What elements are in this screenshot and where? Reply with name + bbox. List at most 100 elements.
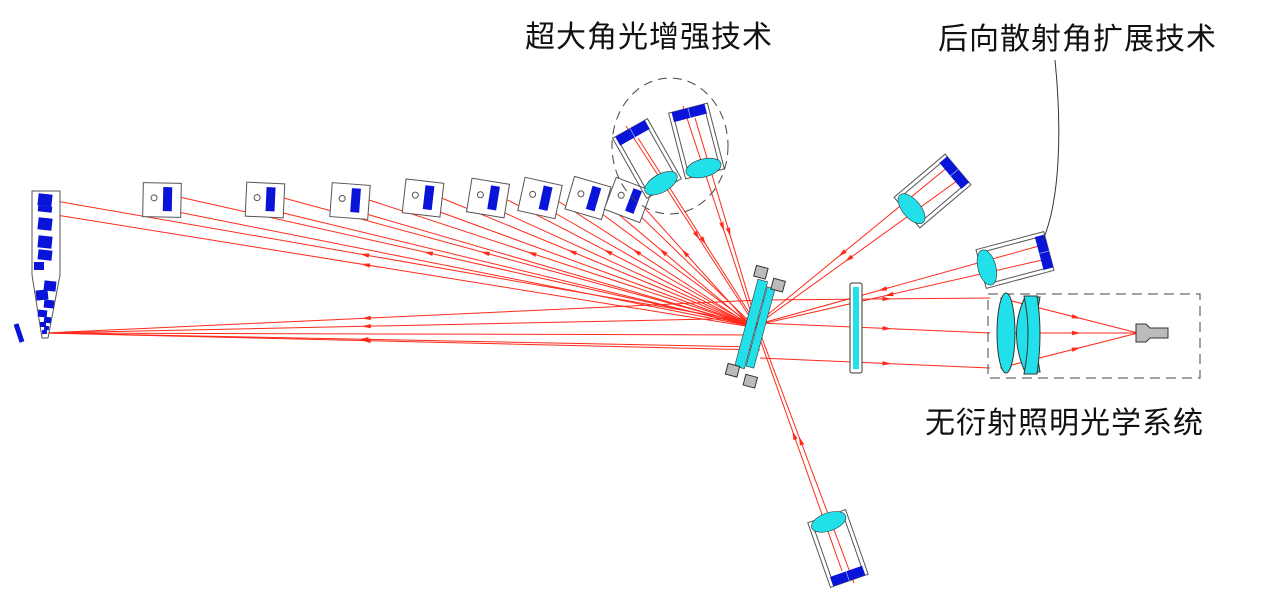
telescope-ultra-angle-1 <box>611 117 683 200</box>
ultra-angle-highlight-ellipse <box>611 77 729 215</box>
pinhole-icon <box>411 191 419 199</box>
tube-outer <box>893 153 972 229</box>
ray-arrow <box>567 249 577 256</box>
light-source <box>1135 323 1169 343</box>
arrowhead <box>798 436 805 446</box>
small-detector-module <box>401 178 445 218</box>
light-ray <box>637 137 758 326</box>
mount-clamp <box>753 264 769 280</box>
ray-arrow <box>360 263 371 268</box>
array-element <box>37 193 53 207</box>
light-ray <box>756 177 962 326</box>
ray-arrow <box>361 323 371 329</box>
chip-divider <box>845 571 850 581</box>
light-ray <box>355 210 756 328</box>
lens-1 <box>996 292 1016 374</box>
light-ray <box>545 207 756 328</box>
pinhole-icon <box>338 194 346 202</box>
detector-chip <box>162 187 173 212</box>
light-ray <box>543 191 751 326</box>
light-ray <box>759 322 991 334</box>
light-ray <box>756 324 855 584</box>
arrowhead <box>719 221 725 232</box>
detector-housing <box>142 182 182 218</box>
arrowhead <box>659 248 668 257</box>
ray-arrow <box>844 254 854 262</box>
mount-clamp <box>742 373 759 389</box>
telescope-backscatter <box>975 231 1055 289</box>
ray-arrow <box>527 251 537 257</box>
chip-divider <box>1039 250 1049 254</box>
array-element <box>35 289 49 301</box>
window-plate-glass <box>853 287 859 369</box>
arrowhead <box>423 251 434 256</box>
array-element <box>43 299 55 309</box>
array-element <box>41 329 48 335</box>
lens <box>976 249 998 286</box>
detector-array <box>31 190 61 339</box>
detector-housing <box>401 178 445 218</box>
detector-chip <box>487 185 500 211</box>
array-element <box>43 325 50 331</box>
detector-chip <box>538 185 553 211</box>
detector-chip <box>422 185 435 211</box>
light-ray <box>756 257 1052 326</box>
label-ultra-wide-angle-enhancement: 超大角光增强技术 <box>525 20 773 55</box>
detector-housing <box>517 176 563 220</box>
chip-divider <box>629 128 636 138</box>
ray-arrow <box>1071 314 1081 319</box>
array-element <box>37 205 53 213</box>
arrowhead <box>480 251 490 257</box>
label-backscatter-angle-extension: 后向散射角扩展技术 <box>938 22 1217 57</box>
arrowhead <box>844 254 854 262</box>
pinhole-icon <box>617 191 625 199</box>
light-ray <box>682 105 756 326</box>
arrowhead <box>699 236 707 246</box>
ray-arrow <box>882 361 892 366</box>
ray-arrow <box>882 296 892 302</box>
pinhole-icon <box>577 190 585 198</box>
light-ray <box>493 207 756 328</box>
pinhole-icon <box>529 190 537 198</box>
arrowhead <box>567 249 577 256</box>
arrowhead <box>360 263 371 268</box>
light-ray <box>44 299 761 334</box>
arrowhead <box>792 430 798 441</box>
light-ray <box>694 117 758 326</box>
detector-housing <box>465 177 511 219</box>
ray-arrow <box>603 249 613 256</box>
ray-arrow <box>884 291 894 297</box>
ray-arrow <box>361 315 371 321</box>
ray-arrow <box>725 227 731 237</box>
ray-arrow <box>719 221 725 232</box>
arrowhead <box>877 286 888 291</box>
arrowhead <box>884 291 894 297</box>
lens <box>811 511 847 533</box>
fold-mirror <box>13 323 25 343</box>
detector-chip <box>625 188 642 214</box>
small-detector-module <box>244 181 286 219</box>
small-detector-module <box>603 176 653 224</box>
light-ray <box>49 199 751 323</box>
small-detector-module <box>564 175 612 221</box>
arrowhead <box>359 337 369 342</box>
light-ray <box>633 209 756 328</box>
light-ray <box>44 317 761 334</box>
small-detector-module <box>142 182 182 218</box>
arrowhead <box>361 323 371 329</box>
detector-housing <box>603 176 653 224</box>
lens <box>897 193 926 224</box>
light-ray <box>754 165 950 326</box>
arrowhead <box>838 249 847 257</box>
array-element <box>37 309 48 318</box>
ray-arrow <box>360 253 370 258</box>
array-element <box>37 235 53 249</box>
lens <box>644 171 678 196</box>
leader-line <box>1042 59 1060 241</box>
array-element <box>37 217 53 231</box>
light-ray <box>44 332 756 348</box>
ray-arrow <box>838 249 847 257</box>
ray-arrow <box>359 337 369 342</box>
